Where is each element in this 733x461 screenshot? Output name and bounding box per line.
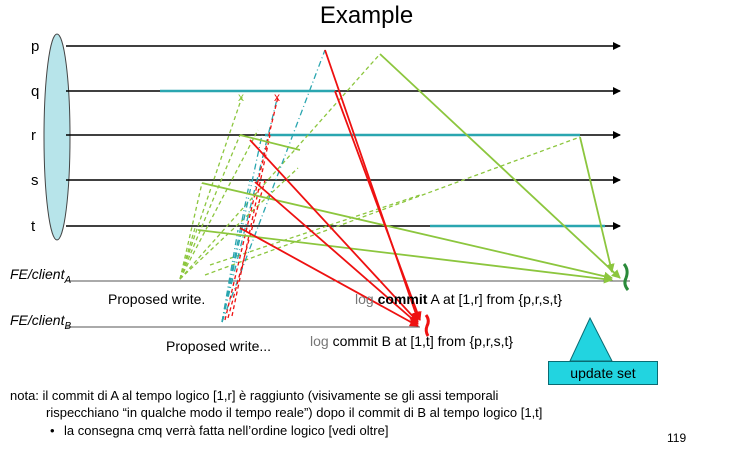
callout-pointer	[569, 316, 613, 362]
client-a-label: FE/clientA	[10, 266, 72, 286]
page-number: 119	[667, 431, 687, 445]
commit-b-text: log commit B at [1,t] from {p,r,s,t}	[310, 333, 514, 349]
process-label-s: s	[31, 172, 39, 189]
svg-text:x: x	[238, 90, 244, 104]
ack-b-arrows	[239, 49, 422, 327]
process-label-p: p	[31, 38, 40, 55]
process-label-q: q	[31, 83, 40, 100]
proposed-write-b: Proposed write...	[166, 338, 272, 354]
update-set-callout: update set	[548, 361, 658, 385]
commit-a-text: log commit A at [1,r] from {p,r,s,t}	[355, 291, 562, 307]
process-label-r: r	[31, 127, 36, 144]
note-line-2: rispecchiano “in qualche modo il tempo r…	[46, 405, 543, 420]
svg-text:x: x	[274, 90, 280, 104]
teal-segments	[160, 89, 605, 228]
ack-a-arrows	[197, 53, 621, 284]
proposal-red-lines	[224, 96, 279, 321]
note-bullet: •	[50, 423, 55, 438]
note-line-1: nota: il commit di A al tempo logico [1,…	[10, 388, 499, 403]
note-line-3: la consegna cmq verrà fatta nell’ordine …	[64, 423, 389, 438]
brace-b	[424, 314, 430, 337]
proposal-a-lines	[179, 53, 581, 280]
client-b-label: FE/clientB	[10, 312, 72, 332]
brace-a	[622, 263, 630, 291]
proposed-write-a: Proposed write.	[108, 291, 206, 307]
slide-title: Example	[319, 2, 414, 29]
process-label-t: t	[31, 218, 36, 235]
process-group-ellipse	[43, 33, 71, 241]
